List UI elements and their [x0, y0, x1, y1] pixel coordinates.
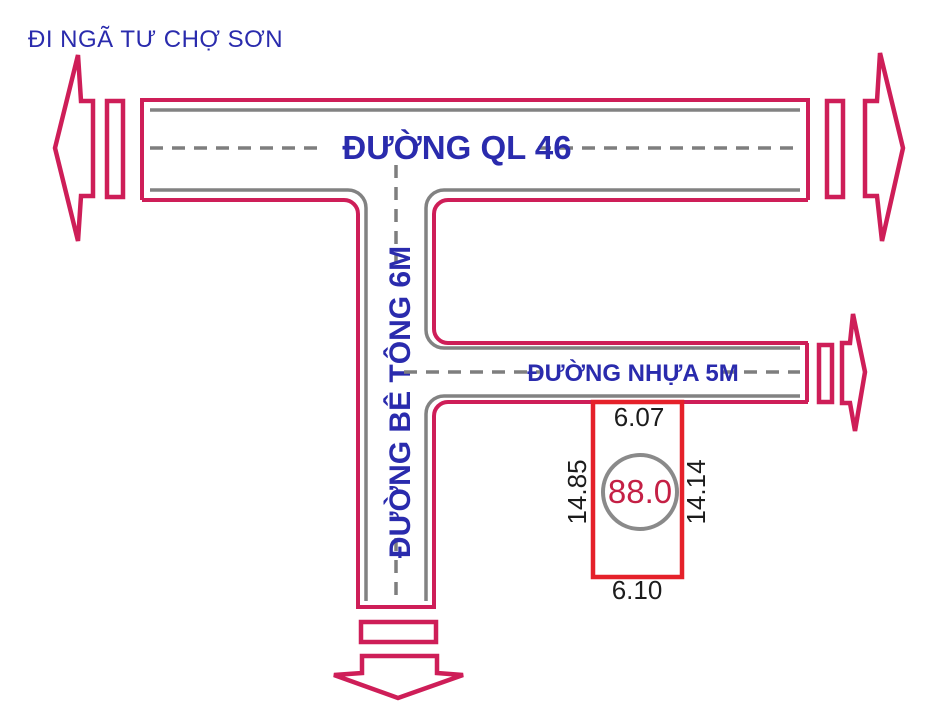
block-left-gray-border [150, 188, 368, 601]
road-betong-label: ĐƯỜNG BÊ TÔNG 6M [383, 246, 417, 558]
plot-side-top: 6.07 [614, 402, 665, 432]
road-end-bar-bottom [358, 619, 439, 645]
road-ql46: ĐƯỜNG QL 46 [140, 98, 810, 200]
block-bottomright-pink-border [432, 400, 808, 605]
block-left-pink-border [142, 198, 360, 605]
road-end-bar-right-top [824, 98, 846, 200]
plot-side-right: 14.14 [681, 459, 711, 524]
arrow-right-small-icon [839, 313, 868, 432]
road-end-bar-right-middle [816, 342, 835, 405]
road-nhua-label: ĐƯỜNG NHỰA 5M [527, 359, 738, 387]
block-bottomright-gray-border [424, 394, 800, 601]
arrow-left-icon [52, 54, 96, 242]
road-ql46-label: ĐƯỜNG QL 46 [342, 129, 571, 166]
block-middle-pink-border [432, 198, 808, 345]
junction-blocks [142, 188, 808, 605]
block-middle-gray-border [424, 188, 800, 350]
plot-area-value: 88.0 [608, 473, 672, 510]
plot-side-left: 14.85 [562, 459, 592, 524]
direction-note-label: ĐI NGÃ TƯ CHỢ SƠN [28, 26, 283, 53]
plot-area-circle [601, 453, 679, 531]
road-end-bar-left [104, 98, 126, 200]
road-nhua-5m: ĐƯỜNG NHỰA 5M [404, 343, 809, 402]
road-ql46-outline [140, 98, 810, 200]
plot-side-bottom: 6.10 [612, 575, 663, 605]
arrow-down-icon [333, 653, 464, 701]
arrow-right-icon [862, 52, 906, 242]
road-be-tong-6m: ĐƯỜNG BÊ TÔNG 6M [356, 165, 436, 609]
road-end-markers [52, 52, 906, 701]
land-plot: 88.0 6.07 6.10 14.85 14.14 [562, 399, 711, 605]
